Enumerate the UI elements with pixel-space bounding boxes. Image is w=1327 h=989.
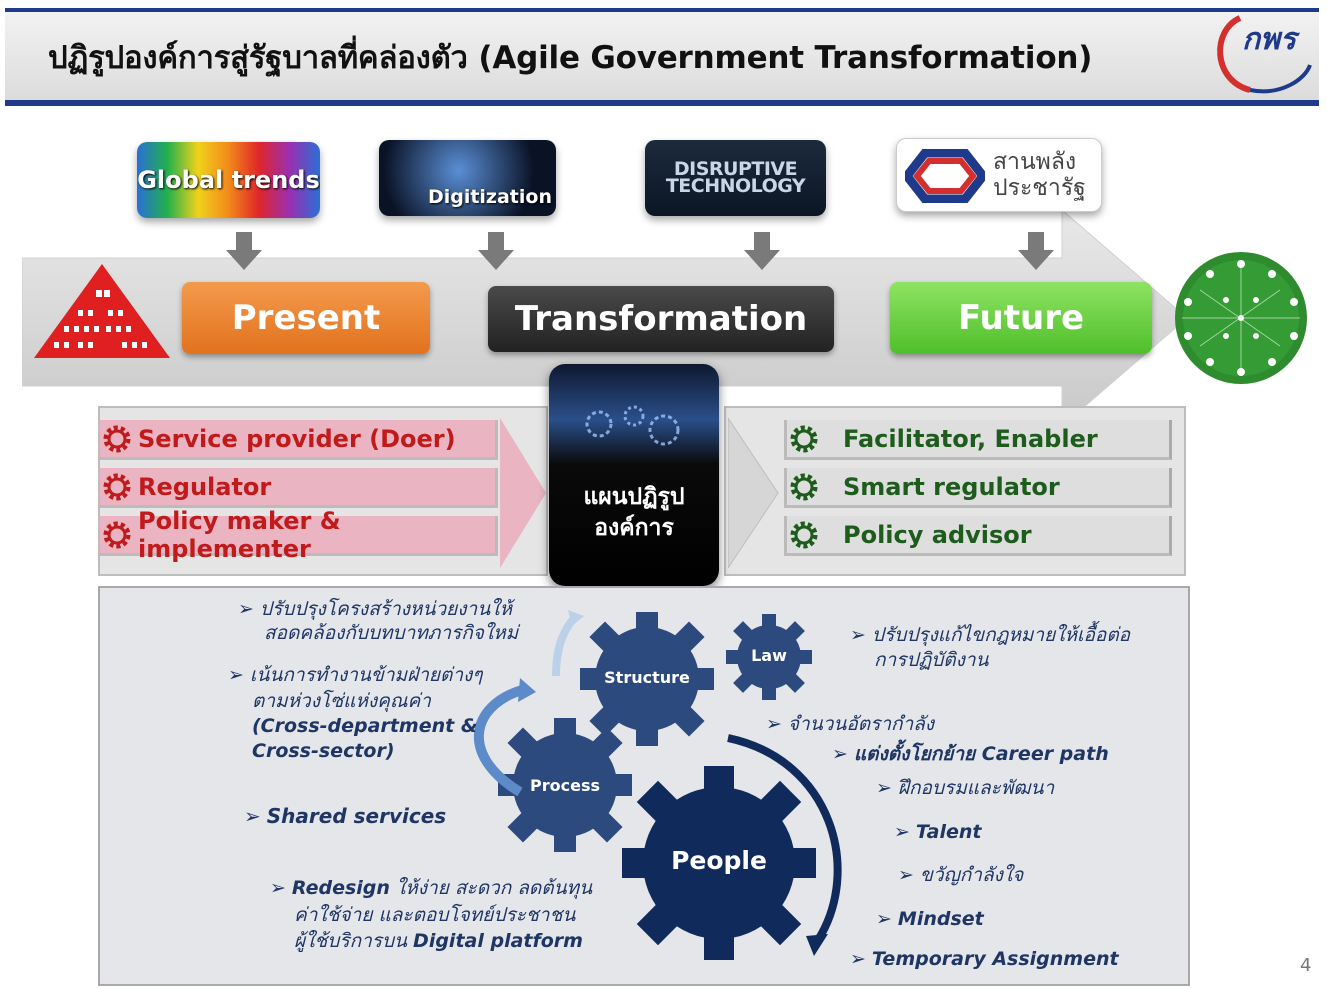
people-note-label: Talent <box>915 821 982 843</box>
people-note-label: Mindset <box>897 908 984 930</box>
redesign-line3: ผู้ใช้บริการบน Digital platform <box>294 928 583 954</box>
people-note-label: Temporary Assignment <box>871 948 1119 970</box>
future-role-item: Facilitator, Enabler <box>784 420 1172 460</box>
curved-arrow-icon <box>474 610 584 796</box>
reform-plan-label: แผนปฏิรูป องค์การ <box>549 482 719 544</box>
future-role-label: Facilitator, Enabler <box>843 424 1098 453</box>
people-note-label: จำนวนอัตรากำลัง <box>787 713 935 735</box>
present-role-label: Service provider (Doer) <box>138 424 456 453</box>
curved-arrow-icon <box>727 734 842 956</box>
reform-plan-line2: องค์การ <box>594 515 674 541</box>
redesign-rest: ให้ง่าย สะดวก ลดต้นทุน <box>389 877 593 899</box>
people-note: ➢Temporary Assignment <box>850 948 1119 970</box>
down-arrow-icon <box>744 232 780 270</box>
organization-logo: กพร <box>1210 10 1320 100</box>
stage-future: Future <box>890 282 1152 354</box>
header-bar <box>5 8 1319 106</box>
digital-platform-label: Digital platform <box>413 930 583 952</box>
gears-image-icon <box>585 405 680 446</box>
gear-icon <box>790 473 818 500</box>
stage-present: Present <box>182 282 430 354</box>
page-title: ปฏิรูปองค์การสู่รัฐบาลที่คล่องตัว (Agile… <box>48 40 1093 76</box>
down-arrow-icon <box>478 232 514 270</box>
present-role-item: Regulator <box>100 468 498 508</box>
redesign-note: ➢Redesign ให้ง่าย สะดวก ลดต้นทุน <box>270 877 593 899</box>
pracharat-label: สานพลัง ประชารัฐ <box>993 149 1086 201</box>
right-chevron-arrow <box>728 418 779 568</box>
future-role-label: Policy advisor <box>843 520 1032 549</box>
future-role-item: Smart regulator <box>784 468 1172 508</box>
process-note-line3: (Cross-department & <box>252 715 478 737</box>
stage-transformation: Transformation <box>488 286 834 352</box>
people-note: ➢แต่งตั้งโยกย้าย Career path <box>832 743 1109 765</box>
law-note-line1: ปรับปรุงแก้ไขกฎหมายให้เอื้อต่อ <box>871 624 1131 646</box>
redesign-line3-pre: ผู้ใช้บริการบน <box>294 930 414 952</box>
people-note: ➢Mindset <box>876 908 984 930</box>
people-note: ➢จำนวนอัตรากำลัง <box>766 713 935 735</box>
redesign-line2: ค่าใช้จ่าย และตอบโจทย์ประชาชน <box>294 904 576 926</box>
structure-gear-label: Structure <box>604 668 690 687</box>
future-role-item: Policy advisor <box>784 516 1172 556</box>
shared-services-note: ➢Shared services <box>244 804 447 828</box>
gear-icon <box>790 521 818 548</box>
structure-note-line2: สอดคล้องกับบทบาทภารกิจใหม่ <box>264 622 519 644</box>
law-note: ➢ปรับปรุงแก้ไขกฎหมายให้เอื้อต่อ <box>850 624 1131 646</box>
people-gear-label: People <box>671 846 767 875</box>
network-globe-icon <box>1175 252 1307 384</box>
present-role-item: Service provider (Doer) <box>100 420 498 460</box>
structure-note-line1: ปรับปรุงโครงสร้างหน่วยงานให้ <box>259 598 512 620</box>
pracharat-logo-icon <box>905 149 985 203</box>
logo-text: กพร <box>1242 22 1297 57</box>
reform-plan-box: แผนปฏิรูป องค์การ <box>549 364 719 586</box>
redesign-bold: Redesign <box>291 877 390 899</box>
gear-icon <box>103 521 131 548</box>
people-note: ➢Talent <box>894 821 982 843</box>
people-note-label: ฝึกอบรมและพัฒนา <box>897 777 1055 799</box>
law-gear-label: Law <box>751 646 787 665</box>
people-note: ➢ฝึกอบรมและพัฒนา <box>876 777 1055 799</box>
process-note-line1: เน้นการทำงานข้ามฝ่ายต่างๆ <box>249 664 483 686</box>
disruptive-technology-label: DISRUPTIVE TECHNOLOGY <box>665 158 806 197</box>
present-role-label: Policy maker & implementer <box>138 506 341 563</box>
people-note-label: ขวัญกำลังใจ <box>919 864 1024 886</box>
present-role-item: Policy maker & implementer <box>100 507 498 563</box>
left-chevron-arrow <box>500 418 546 568</box>
gear-icon <box>103 473 131 500</box>
global-trends-image: Global trends <box>137 142 320 218</box>
law-gear-icon <box>726 614 812 700</box>
page-number: 4 <box>1300 955 1312 976</box>
gear-icon <box>790 425 818 452</box>
structure-gear-icon <box>580 612 714 746</box>
process-gear-label: Process <box>530 776 600 795</box>
people-note-label: แต่งตั้งโยกย้าย Career path <box>853 743 1109 765</box>
process-note-line2: ตามห่วงโซ่แห่งคุณค่า <box>252 690 431 712</box>
structure-note: ➢ปรับปรุงโครงสร้างหน่วยงานให้ <box>238 598 512 620</box>
digitization-label: Digitization <box>427 186 552 208</box>
hierarchy-pyramid-icon <box>34 264 170 358</box>
gear-icon <box>103 425 131 452</box>
global-trends-label: Global trends <box>137 166 320 194</box>
pracharat-logo-box: สานพลัง ประชารัฐ <box>896 138 1102 212</box>
down-arrow-icon <box>1018 232 1054 270</box>
people-note: ➢ขวัญกำลังใจ <box>898 864 1024 886</box>
reform-plan-line1: แผนปฏิรูป <box>583 484 685 510</box>
process-note: ➢เน้นการทำงานข้ามฝ่ายต่างๆ <box>228 664 483 686</box>
people-gear-icon <box>622 766 816 960</box>
shared-services-label: Shared services <box>266 804 447 828</box>
digitization-image: Digitization <box>379 140 556 216</box>
process-note-line4: Cross-sector) <box>252 740 395 762</box>
down-arrow-icon <box>226 232 262 270</box>
law-note-line2: การปฏิบัติงาน <box>874 649 989 671</box>
present-role-label: Regulator <box>138 472 272 501</box>
disruptive-technology-image: DISRUPTIVE TECHNOLOGY <box>645 140 826 216</box>
future-role-label: Smart regulator <box>843 472 1060 501</box>
